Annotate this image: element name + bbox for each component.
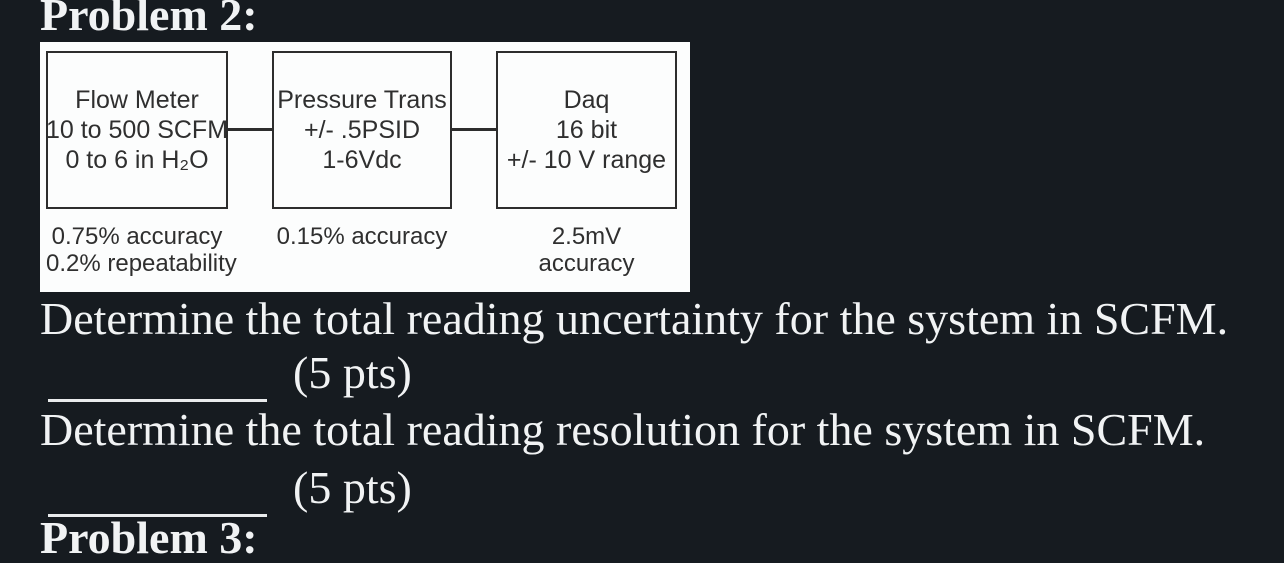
question-2-prompt: Determine the total reading resolution f… (40, 404, 1206, 455)
pressure-trans-output: 1-6Vdc (322, 146, 402, 174)
flow-meter-repeatability: 0.2% repeatability (46, 250, 237, 277)
flow-meter-accuracy-note: 0.75% accuracy 0.2% repeatability (46, 223, 237, 277)
problem-2-heading: Problem 2: (40, 0, 258, 40)
problem-3-heading-partial: Problem 3: (40, 512, 258, 563)
pressure-trans-range: +/- .5PSID (303, 116, 420, 144)
pressure-trans-accuracy: 0.15% accuracy (276, 223, 448, 250)
question-2-points: (5 pts) (293, 462, 412, 513)
document-page: { "page": { "heading": "Problem 2:", "ne… (40, 0, 1229, 561)
connector-line-2 (452, 128, 496, 131)
daq-resolution: 16 bit (555, 116, 618, 144)
flow-meter-box: Flow Meter 10 to 500 SCFM 0 to 6 in H₂O (46, 51, 228, 209)
question-1-points: (5 pts) (293, 347, 412, 398)
pressure-transducer-box: Pressure Trans +/- .5PSID 1-6Vdc (272, 51, 452, 209)
flow-meter-accuracy: 0.75% accuracy (51, 223, 223, 250)
connector-line-1 (228, 128, 272, 131)
daq-accuracy-label: accuracy (538, 250, 635, 277)
question-1-answer-blank (48, 399, 267, 402)
question-1-prompt: Determine the total reading uncertainty … (40, 293, 1229, 344)
daq-accuracy-note: 2.5mV accuracy (496, 223, 677, 277)
question-2-answer-blank (48, 514, 267, 517)
daq-range: +/- 10 V range (506, 146, 667, 174)
pressure-trans-accuracy-note: 0.15% accuracy (272, 223, 452, 250)
flow-meter-range: 10 to 500 SCFM (45, 116, 229, 144)
flow-meter-pressure-range: 0 to 6 in H₂O (65, 146, 209, 174)
daq-title: Daq (563, 86, 610, 114)
pressure-trans-title: Pressure Trans (277, 86, 447, 114)
flow-meter-title: Flow Meter (75, 86, 199, 114)
daq-box: Daq 16 bit +/- 10 V range (496, 51, 677, 209)
daq-accuracy-value: 2.5mV (551, 223, 622, 250)
instrument-chain-diagram: Flow Meter 10 to 500 SCFM 0 to 6 in H₂O … (40, 42, 690, 292)
